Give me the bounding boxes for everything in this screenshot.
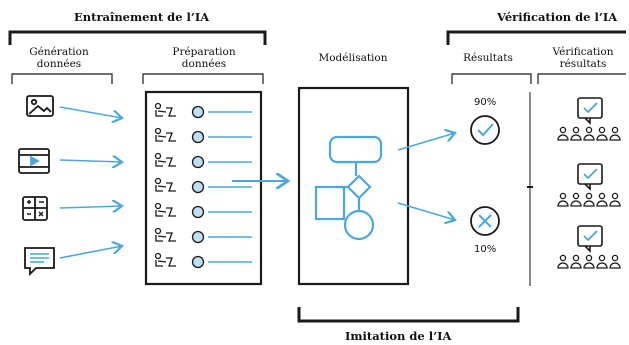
input-arrows: [59, 106, 122, 259]
verification-block: [557, 225, 621, 269]
column-label-results-verification: Vérification résultats: [552, 46, 614, 70]
bracket-verification: [446, 30, 626, 45]
verification-block: [557, 163, 621, 207]
subbracket-results: [451, 73, 532, 84]
worker-row: [154, 152, 252, 169]
subbracket-data-generation: [11, 73, 113, 84]
people-group-icon: [557, 126, 621, 141]
column-label-data-preparation: Préparation données: [172, 46, 236, 70]
calculator-icon: [22, 196, 48, 221]
checked-document-icon: [577, 163, 603, 191]
subbracket-results-verification: [537, 73, 626, 84]
subbracket-data-preparation: [142, 73, 264, 84]
modeling-box: [297, 86, 410, 286]
preparation-rows: [154, 102, 252, 269]
preparation-box: [144, 90, 263, 286]
worker-row: [154, 127, 252, 144]
checked-document-icon: [577, 97, 603, 125]
worker-row: [154, 177, 252, 194]
group-title-training: Entraînement de l’IA: [74, 10, 210, 24]
cross-circle-icon: [470, 206, 500, 236]
verification-block: [557, 97, 621, 141]
column-label-modeling: Modélisation: [318, 52, 388, 64]
worker-row: [154, 102, 252, 119]
bracket-training: [8, 30, 267, 45]
worker-row: [154, 252, 252, 269]
column-label-data-generation: Génération données: [29, 46, 89, 70]
image-icon: [26, 95, 54, 117]
checked-document-icon: [577, 225, 603, 253]
success-percent: 90%: [474, 97, 497, 108]
column-label-results: Résultats: [463, 52, 513, 64]
video-icon: [18, 148, 50, 174]
chat-message-icon: [24, 247, 55, 277]
failure-percent: 10%: [474, 244, 497, 255]
model-to-success-arrow: [397, 133, 455, 151]
people-group-icon: [557, 254, 621, 269]
worker-row: [154, 202, 252, 219]
group-title-verification: Vérification de l’IA: [497, 10, 618, 24]
bracket-imitation: [297, 307, 520, 323]
flowchart-icon: [314, 135, 383, 241]
model-to-failure-arrow: [397, 202, 455, 220]
people-group-icon: [557, 192, 621, 207]
check-circle-icon: [470, 115, 500, 145]
group-title-imitation: Imitation de l’IA: [345, 329, 452, 343]
worker-row: [154, 227, 252, 244]
